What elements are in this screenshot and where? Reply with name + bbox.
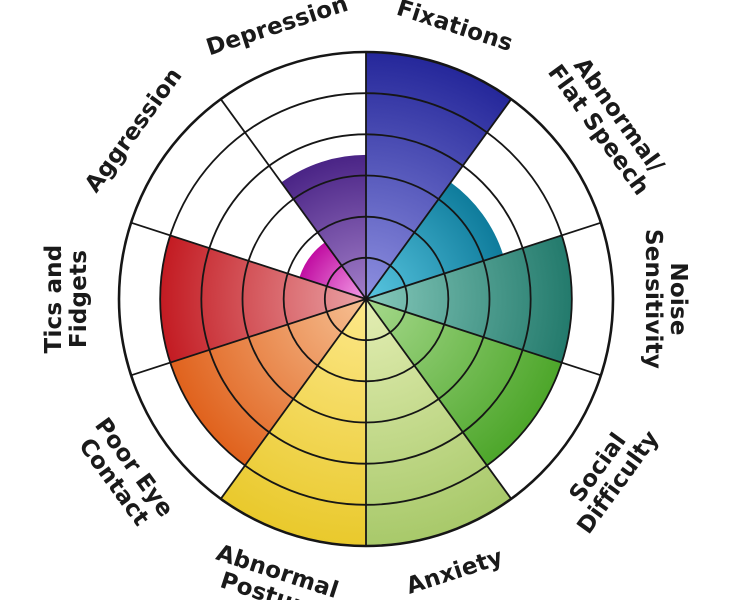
grid-spoke-5	[365, 298, 512, 500]
label-anxiety: Anxiety	[403, 544, 506, 600]
sector-social-difficulty	[366, 299, 562, 466]
label-social-difficulty: SocialDifficulty	[552, 411, 664, 539]
label-tics-and-fidgets: Tics andFidgets	[41, 245, 92, 354]
sector-abnormal-posture	[220, 299, 366, 546]
label-line: Aggression	[80, 63, 188, 197]
grid-spoke-4	[365, 298, 602, 377]
grid-spoke-2	[365, 98, 512, 300]
grid-spoke-8	[130, 298, 367, 377]
label-line: Noise	[665, 262, 691, 335]
label-noise-sensitivity: NoiseSensitivity	[640, 229, 691, 369]
label-line: Fixations	[393, 0, 516, 57]
label-poor-eye-contact: Poor EyeContact	[69, 413, 178, 537]
sector-noise-sensitivity	[366, 235, 572, 363]
grid-spoke-7	[220, 298, 367, 500]
label-abnormal-posture: AbnormalPosture	[205, 540, 341, 600]
label-line: Fidgets	[66, 250, 92, 348]
label-depression: Depression	[203, 0, 351, 61]
label-line: Sensitivity	[640, 229, 666, 369]
label-aggression: Aggression	[80, 63, 188, 197]
grid-spoke-3	[365, 221, 602, 300]
grid-spoke-10	[220, 98, 367, 300]
label-fixations: Fixations	[393, 0, 516, 57]
sector-poor-eye-contact	[170, 299, 366, 466]
grid-spoke-9	[130, 221, 367, 300]
label-line: Tics and	[41, 245, 67, 354]
label-line: Depression	[203, 0, 351, 61]
grid-layer	[117, 50, 615, 548]
sector-anxiety	[366, 299, 512, 546]
sector-abnormal-flat-speech	[366, 182, 504, 299]
sector-fixations	[366, 52, 512, 299]
sector-tics-and-fidgets	[160, 235, 366, 363]
sector-aggression	[299, 242, 366, 299]
label-abnormal-flat-speech: Abnormal/Flat Speech	[542, 45, 674, 200]
label-line: Anxiety	[403, 544, 506, 600]
